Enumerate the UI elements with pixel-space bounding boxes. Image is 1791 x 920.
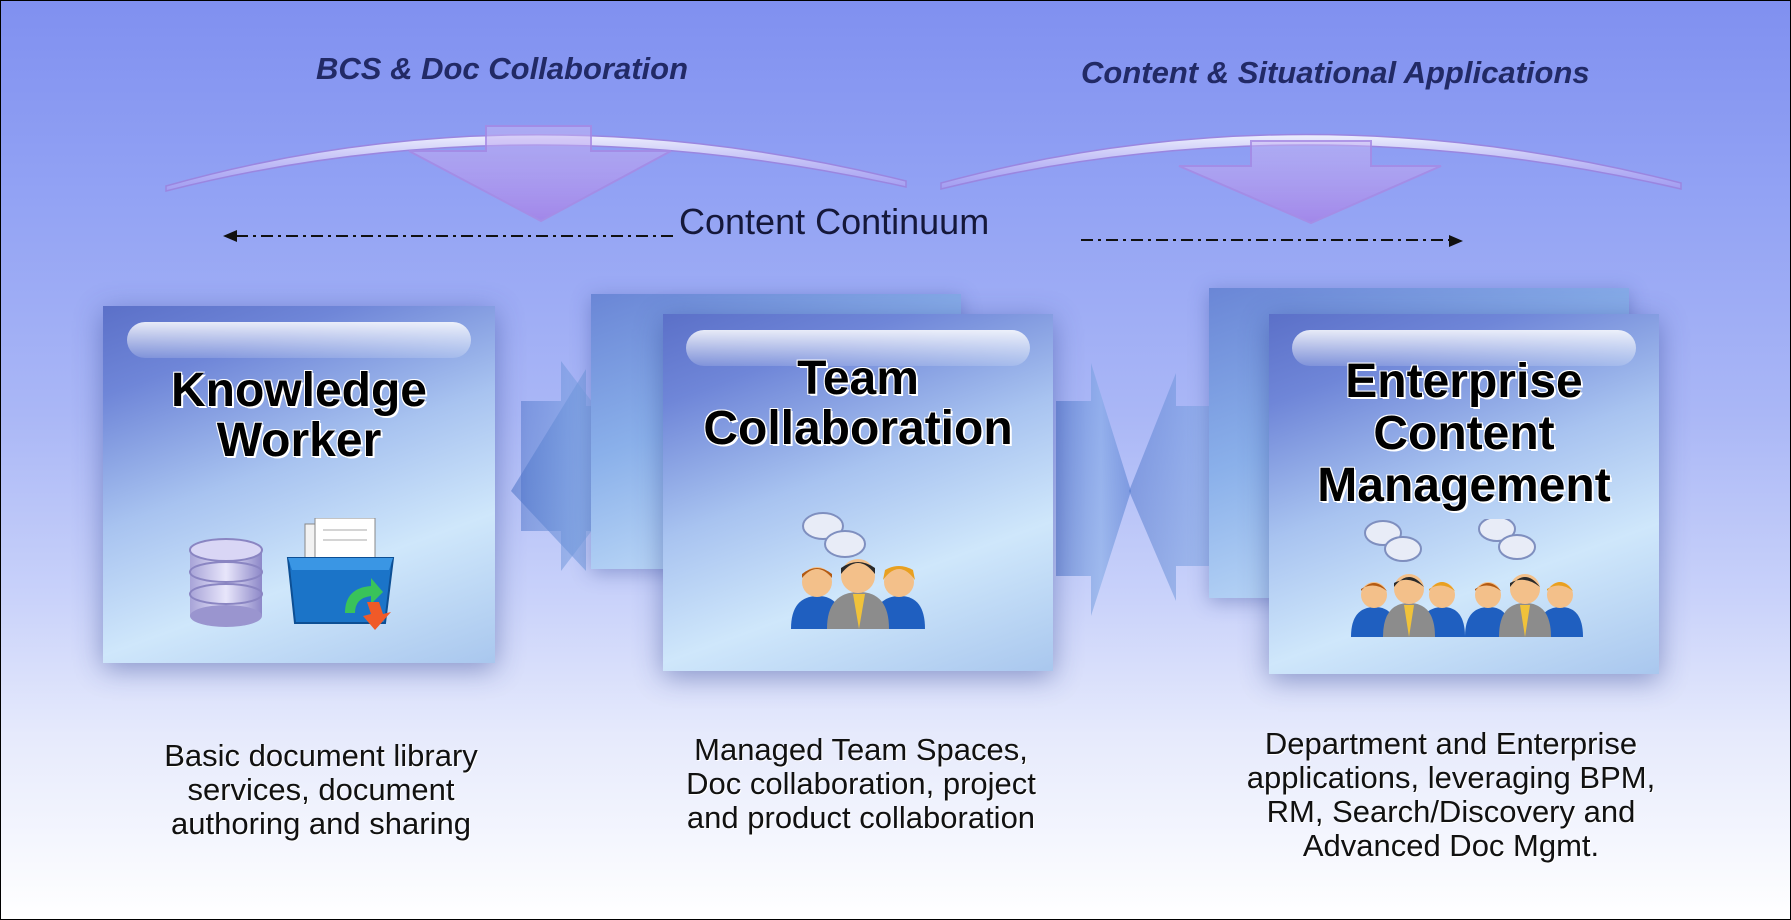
- desc-line: RM, Search/Discovery and: [1266, 794, 1636, 829]
- knowledge-worker-description: Basic document library services, documen…: [111, 739, 531, 841]
- ecm-title: Enterprise Content Management: [1269, 356, 1659, 512]
- title-line: Enterprise: [1345, 355, 1583, 408]
- document-folder-icon: [286, 518, 395, 630]
- desc-line: services, document: [187, 772, 455, 807]
- desc-line: and product collaboration: [686, 800, 1036, 835]
- desc-line: Department and Enterprise: [1264, 726, 1638, 761]
- title-line: Content: [1373, 407, 1555, 460]
- desc-line: authoring and sharing: [171, 806, 471, 841]
- title-line: Worker: [216, 414, 382, 467]
- enterprise-content-management-box: Enterprise Content Management: [1269, 314, 1659, 674]
- title-line: Collaboration: [703, 402, 1013, 455]
- box-shine: [1292, 330, 1636, 366]
- continuum-left-arrowhead: [223, 230, 237, 242]
- knowledge-worker-box: Knowledge Worker: [103, 306, 495, 663]
- box-shine: [686, 330, 1030, 366]
- left-arc: [165, 134, 907, 192]
- title-line: Knowledge: [170, 364, 427, 417]
- left-down-arrow: [408, 125, 672, 223]
- arrow-kw-to-team: [521, 361, 641, 571]
- ecm-description: Department and Enterprise applications, …: [1211, 727, 1691, 863]
- knowledge-worker-title: Knowledge Worker: [103, 366, 495, 466]
- arrow-team-to-ecm: [1056, 363, 1131, 616]
- title-line: Team: [797, 352, 919, 405]
- right-down-arrow: [1178, 140, 1442, 225]
- desc-line: Basic document library: [164, 738, 478, 773]
- desc-line: Doc collaboration, project: [686, 766, 1036, 801]
- desc-line: Managed Team Spaces,: [694, 732, 1028, 767]
- continuum-right-arrowhead: [1449, 235, 1463, 247]
- database-icon: [189, 538, 263, 627]
- header-bcs-doc-collaboration: BCS & Doc Collaboration: [316, 51, 689, 86]
- team-collaboration-description: Managed Team Spaces, Doc collaboration, …: [641, 733, 1081, 835]
- enterprise-people-icon: [1351, 519, 1583, 637]
- team-people-icon: [791, 512, 925, 629]
- header-content-situational-apps: Content & Situational Applications: [1081, 55, 1590, 90]
- content-continuum-label: Content Continuum: [679, 201, 990, 242]
- desc-line: applications, leveraging BPM,: [1246, 760, 1656, 795]
- title-line: Management: [1317, 459, 1611, 512]
- right-arc: [940, 133, 1682, 190]
- team-collaboration-title: Team Collaboration: [663, 354, 1053, 454]
- team-collaboration-box: Team Collaboration: [663, 314, 1053, 671]
- desc-line: Advanced Doc Mgmt.: [1302, 828, 1600, 863]
- box-shine: [126, 322, 472, 358]
